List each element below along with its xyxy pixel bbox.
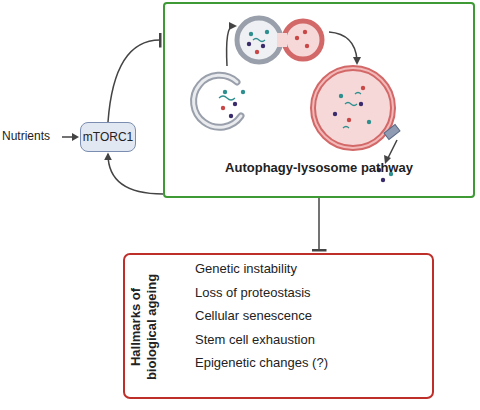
list-item: Loss of proteostasis: [195, 285, 311, 300]
box-label: mTORC1: [83, 130, 133, 144]
inhibition-connector: [318, 198, 320, 250]
list-item: Genetic instability: [195, 261, 297, 276]
pathway-box: Autophagy-lysosome pathway: [163, 2, 475, 198]
list-item: Cellular senescence: [195, 308, 312, 323]
box-heading: Hallmarks of biological ageing: [128, 265, 160, 390]
box-caption: Autophagy-lysosome pathway: [165, 160, 473, 175]
process-box: mTORC1: [80, 122, 136, 152]
input-label: Nutrients: [2, 129, 50, 143]
activation-connector: [108, 154, 163, 194]
list-item: Epigenetic changes (?): [195, 355, 328, 370]
inhibition-connector: [108, 40, 160, 122]
list-item: Stem cell exhaustion: [195, 332, 315, 347]
hallmarks-box: Hallmarks of biological ageing Genetic in…: [123, 253, 434, 399]
